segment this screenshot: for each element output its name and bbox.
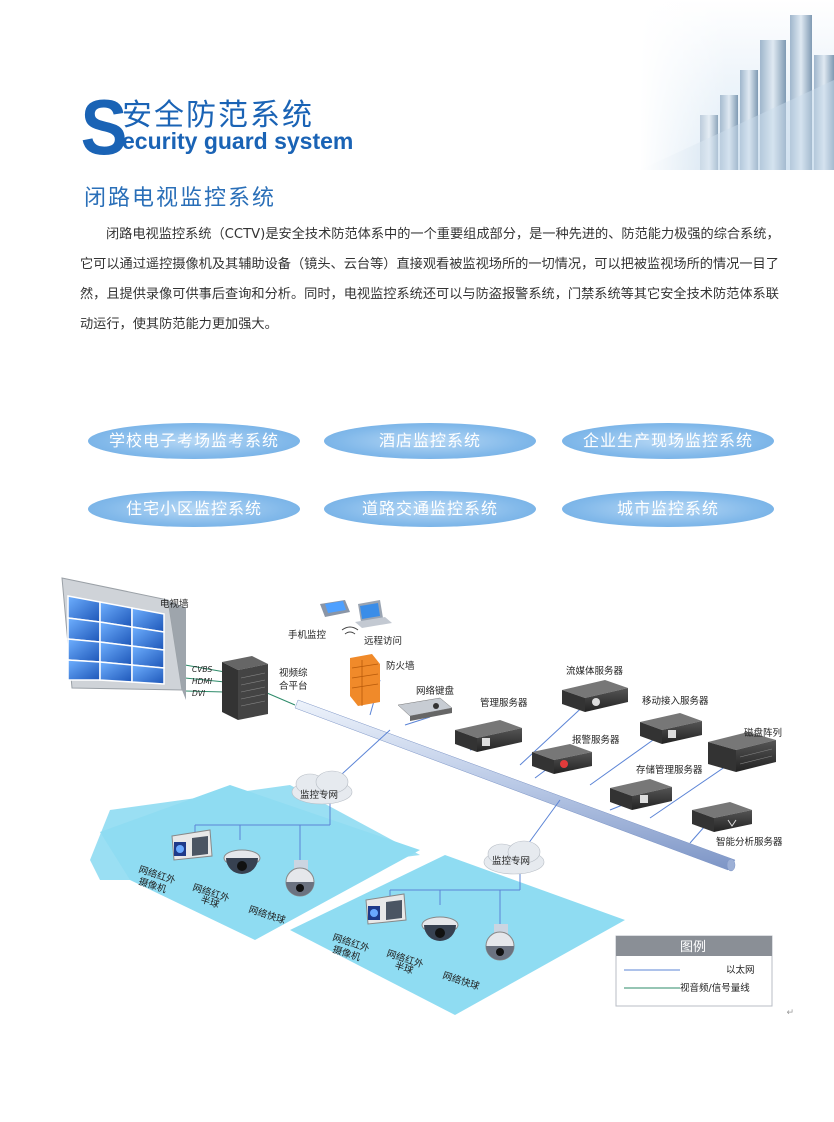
alarm-server-icon [532,744,592,774]
label-management-server: 管理服务器 [480,697,528,709]
pill-city: 城市监控系统 [562,491,774,527]
cctv-network-diagram: 电视墙 CVBS HDMI DVI 视频综 合平台 手机监控 远程访问 防火墙 [61,577,783,1015]
header-title-en: ecurity guard system [122,128,354,154]
pill-school-exam: 学校电子考场监考系统 [88,423,300,459]
ir-camera-icon-1 [171,829,213,861]
network-keyboard-icon [397,697,453,721]
pill-hotel: 酒店监控系统 [324,423,536,459]
label-video-platform-2: 合平台 [279,680,308,692]
speed-dome-icon-1 [285,860,315,897]
legend-ethernet: 以太网 [726,964,755,976]
label-zone2-dome-2: 半球 [393,959,415,976]
header-big-letter: S [80,83,128,171]
label-mobile-monitor: 手机监控 [288,629,327,641]
dome-camera-icon-2 [421,916,459,941]
management-server-icon [455,720,522,752]
label-dvi: DVI [192,689,206,698]
streaming-server-icon [562,680,628,712]
ir-camera-icon-2 [365,893,407,925]
legend-box: 图例 以太网 视音频/信号量线 [615,935,773,1007]
wifi-icon [341,626,359,635]
label-analysis-server: 智能分析服务器 [716,836,783,848]
disk-array-icon [708,732,776,772]
analysis-server-icon [692,802,752,832]
legend-av-signal: 视音频/信号量线 [680,982,750,994]
video-platform-rack [222,656,268,720]
speed-dome-icon-2 [485,924,515,961]
legend-title: 图例 [680,940,706,955]
cloud-icon-2 [483,840,545,875]
label-alarm-server: 报警服务器 [572,734,620,746]
storage-server-icon [610,779,672,810]
zone-area-2-fill [290,855,625,1015]
label-zone1-dome-2: 半球 [199,893,221,910]
city-skyline-decoration [640,0,834,170]
label-remote-access: 远程访问 [364,635,402,647]
label-firewall: 防火墙 [386,660,415,672]
laptop-icon [355,600,392,628]
section-title: 闭路电视监控系统 [84,186,277,211]
zone-area-1-fill [100,785,420,940]
label-hdmi: HDMI [192,677,213,686]
cloud-icon-1 [291,770,353,805]
mobile-access-server-icon [640,713,702,744]
label-private-net-2: 监控专网 [492,855,530,867]
backbone-tube [294,699,736,871]
header-title-cn: 安全防范系统 [122,98,314,133]
pill-residential: 住宅小区监控系统 [88,491,300,527]
pill-road-traffic: 道路交通监控系统 [324,491,536,527]
newline-mark-icon: ↵ [786,1008,794,1018]
label-video-platform-1: 视频综 [279,667,308,679]
label-network-keyboard: 网络键盘 [416,685,455,697]
label-cvbs: CVBS [192,665,213,674]
label-streaming-server: 流媒体服务器 [566,665,624,677]
mobile-device-icon [320,600,350,617]
pill-enterprise: 企业生产现场监控系统 [562,423,774,459]
intro-paragraph: 闭路电视监控系统（CCTV)是安全技术防范体系中的一个重要组成部分，是一种先进的… [80,227,780,332]
label-mobile-access-server: 移动接入服务器 [642,695,709,707]
label-tv-wall: 电视墙 [160,598,189,610]
label-disk-array: 磁盘阵列 [744,727,782,739]
dome-camera-icon-1 [223,849,261,874]
label-private-net-1: 监控专网 [300,789,338,801]
label-storage-server: 存储管理服务器 [636,764,703,776]
firewall-icon [350,654,380,706]
tv-wall [61,577,186,700]
